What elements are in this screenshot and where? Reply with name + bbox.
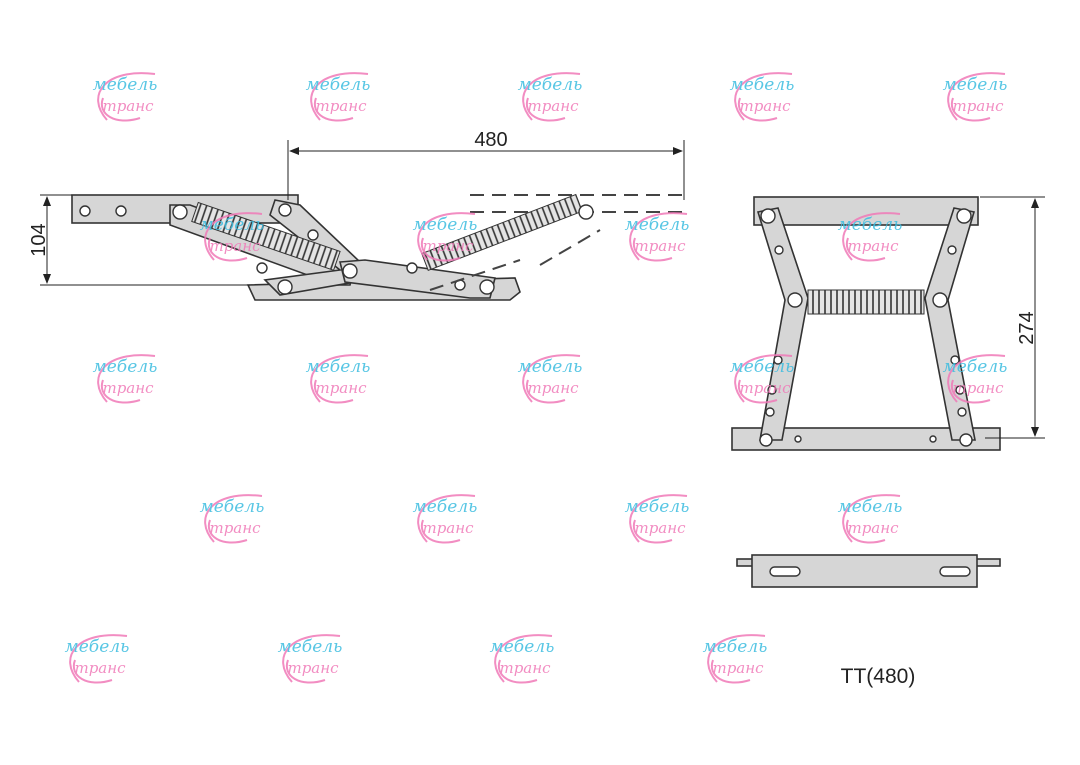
spring — [191, 201, 341, 271]
svg-text:мебель: мебель — [730, 75, 795, 95]
svg-text:транс: транс — [952, 379, 1004, 397]
watermark-logo: мебель транс — [413, 212, 478, 262]
watermark-logo: мебель транс — [490, 634, 555, 684]
svg-text:транс: транс — [739, 379, 791, 397]
svg-text:транс: транс — [527, 97, 579, 115]
svg-text:мебель: мебель — [93, 357, 158, 377]
svg-text:мебель: мебель — [518, 357, 583, 377]
svg-text:мебель: мебель — [413, 215, 478, 235]
watermark-logo: мебель транс — [518, 72, 583, 122]
watermark-logo: мебель транс — [730, 72, 795, 122]
side-view-closed — [71, 193, 690, 301]
svg-text:транс: транс — [527, 379, 579, 397]
watermark-logo: мебель транс — [838, 494, 903, 544]
front-view-open — [731, 196, 1001, 451]
watermark-logo: мебель транс — [838, 212, 903, 262]
watermarks: мебель транс мебель транс мебель транс мебель т… — [65, 72, 1008, 684]
front-right-link — [924, 207, 976, 441]
svg-text:транс: транс — [847, 237, 899, 255]
watermark-logo: мебель транс — [93, 354, 158, 404]
svg-text:транс: транс — [315, 379, 367, 397]
dimension-width: 480 — [287, 129, 685, 200]
watermark-logo: мебель транс — [306, 72, 371, 122]
watermark-logo: мебель транс — [200, 494, 265, 544]
watermark-logo: мебель транс — [413, 494, 478, 544]
svg-text:мебель: мебель — [306, 75, 371, 95]
svg-text:транс: транс — [422, 519, 474, 537]
svg-text:транс: транс — [634, 237, 686, 255]
front-top-bar — [753, 196, 979, 226]
bottom-plate-view — [736, 554, 1001, 588]
svg-text:транс: транс — [952, 97, 1004, 115]
svg-text:транс: транс — [315, 97, 367, 115]
svg-text:транс: транс — [102, 97, 154, 115]
svg-text:мебель: мебель — [703, 637, 768, 657]
watermark-logo: мебель транс — [625, 494, 690, 544]
svg-text:транс: транс — [209, 519, 261, 537]
front-spring — [807, 289, 925, 315]
watermark-logo: мебель транс — [703, 634, 768, 684]
svg-text:транс: транс — [74, 659, 126, 677]
model-label: TT(480) — [841, 665, 916, 688]
svg-text:мебель: мебель — [943, 75, 1008, 95]
svg-text:мебель: мебель — [200, 215, 265, 235]
svg-text:мебель: мебель — [278, 637, 343, 657]
watermark-logo: мебель транс — [625, 212, 690, 262]
dimension-open-height-label: 274 — [1016, 311, 1038, 344]
watermark-logo: мебель транс — [200, 212, 265, 262]
svg-text:транс: транс — [847, 519, 899, 537]
svg-text:транс: транс — [422, 237, 474, 255]
watermark-logo: мебель транс — [306, 354, 371, 404]
watermark-logo: мебель транс — [65, 634, 130, 684]
svg-text:мебель: мебель — [943, 357, 1008, 377]
watermark-logo: мебель транс — [943, 354, 1008, 404]
dimension-closed-height: 104 — [28, 194, 250, 286]
svg-text:мебель: мебель — [625, 497, 690, 517]
svg-text:мебель: мебель — [838, 215, 903, 235]
spring-open-ghost — [421, 193, 583, 272]
front-left-link — [756, 207, 809, 441]
svg-text:транс: транс — [634, 519, 686, 537]
svg-text:мебель: мебель — [838, 497, 903, 517]
watermark-logo: мебель транс — [943, 72, 1008, 122]
svg-text:транс: транс — [499, 659, 551, 677]
svg-text:мебель: мебель — [413, 497, 478, 517]
watermark-logo: мебель транс — [518, 354, 583, 404]
dimension-closed-height-label: 104 — [28, 223, 50, 256]
watermark-logo: мебель транс — [93, 72, 158, 122]
svg-text:транс: транс — [739, 97, 791, 115]
svg-text:мебель: мебель — [625, 215, 690, 235]
svg-text:мебель: мебель — [730, 357, 795, 377]
svg-text:мебель: мебель — [518, 75, 583, 95]
dimension-open-height: 274 — [980, 196, 1045, 439]
watermark-logo: мебель транс — [278, 634, 343, 684]
dimension-width-label: 480 — [474, 129, 507, 151]
watermark-logo: мебель транс — [730, 354, 795, 404]
svg-text:мебель: мебель — [306, 357, 371, 377]
front-bottom-bar — [731, 427, 1001, 451]
svg-text:транс: транс — [712, 659, 764, 677]
svg-text:транс: транс — [287, 659, 339, 677]
svg-text:транс: транс — [209, 237, 261, 255]
svg-text:мебель: мебель — [490, 637, 555, 657]
svg-text:транс: транс — [102, 379, 154, 397]
svg-text:мебель: мебель — [65, 637, 130, 657]
svg-text:мебель: мебель — [93, 75, 158, 95]
svg-text:мебель: мебель — [200, 497, 265, 517]
